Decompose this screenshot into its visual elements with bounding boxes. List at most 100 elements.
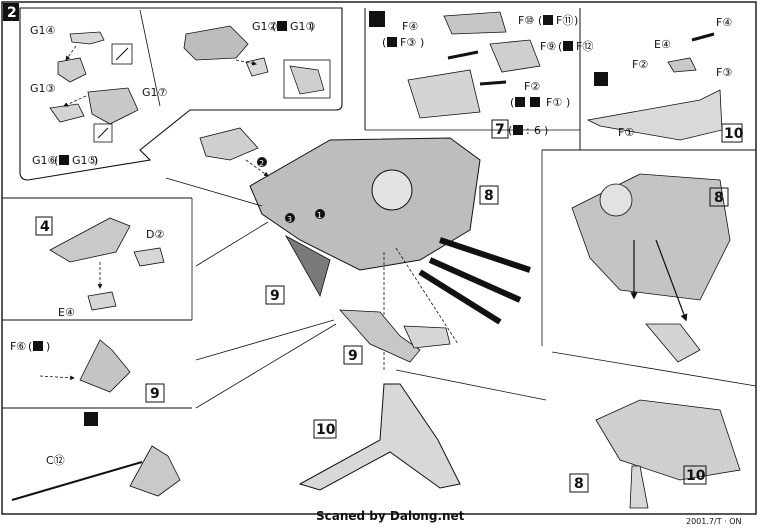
thruster-ring [371, 169, 413, 211]
part-e4-shape [87, 291, 117, 311]
svg-text:(: ( [508, 124, 512, 137]
label-g16: G1⑥ [32, 154, 58, 167]
label-g17: G1⑦ [142, 86, 168, 99]
svg-text:): ) [94, 154, 98, 167]
svg-text::: : [526, 124, 530, 137]
svg-text:(: ( [272, 20, 276, 33]
attach-part-shape [199, 127, 259, 161]
label-f2-a: F② [524, 80, 540, 93]
label-g12: G1② [252, 20, 278, 33]
label-part8-bottom: 8 [574, 476, 584, 492]
panel-divider [139, 9, 161, 107]
label-e4: E④ [58, 306, 75, 319]
label-g14: G1④ [30, 24, 56, 37]
label-f3-b: F③ [716, 66, 732, 79]
cut-icon [515, 97, 525, 107]
svg-text:): ) [566, 96, 570, 109]
part-c12-rod [11, 461, 143, 501]
label-f9-group: F⑨ ( F⑫ [540, 40, 593, 53]
main-body-shape [249, 137, 481, 271]
label-g12-group: G1② ( G1① ) [252, 20, 316, 33]
label-f6: F⑥ [10, 340, 26, 353]
part-g13-shape [57, 57, 87, 83]
label-part6: 6 [534, 124, 541, 137]
label-part9-b: 9 [348, 348, 358, 364]
part-f9-shape [489, 39, 541, 73]
label-f1-b: F① [618, 126, 634, 139]
scan-credit: Scaned by Dalong.net [316, 509, 465, 523]
barrel-3 [418, 269, 502, 325]
label-e4-b: E④ [654, 38, 671, 51]
right-detail-panels: 8 8 10 [541, 149, 757, 509]
svg-text:): ) [544, 124, 548, 137]
outer-frame [1, 1, 757, 515]
label-part8-top: 8 [714, 190, 724, 206]
leader-line [195, 319, 335, 361]
assembly-7-6-group: 7 ( : 6 ) [491, 119, 548, 139]
leader-line [195, 323, 337, 409]
label-part4: 4 [40, 219, 50, 235]
step-marker-1: 1 [317, 211, 322, 220]
print-code: 2001.7/T · ON [686, 517, 742, 526]
part-g17-shape [87, 87, 139, 125]
part-f4-b-rod [691, 32, 715, 42]
engine-block-shape [407, 69, 481, 119]
right-assembly-shape [571, 173, 731, 301]
label-c12: C⑫ [46, 454, 65, 467]
label-d2: D② [146, 228, 164, 241]
main-assembly: 8 9 9 10 2 3 1 [165, 127, 547, 491]
part-d2-shape [133, 247, 165, 267]
label-f4-a: F④ [402, 20, 418, 33]
label-part10-tr: 10 [724, 126, 744, 142]
svg-text:): ) [46, 340, 50, 353]
label-f6-group: F⑥ ( ) [10, 340, 50, 353]
svg-text:(: ( [558, 40, 562, 53]
part-g12-assembly [183, 25, 249, 61]
detail-bubble-outline [19, 7, 343, 181]
cut-icon [59, 155, 69, 165]
label-part7: 7 [495, 122, 505, 138]
cut-icon [543, 15, 553, 25]
svg-text:): ) [310, 20, 314, 33]
mode-icon [369, 11, 385, 27]
step-marker-2: 2 [259, 159, 264, 168]
leader-line [395, 369, 547, 401]
cut-icon [513, 125, 523, 135]
part-4-wing [49, 217, 131, 263]
label-g11: G1① [290, 20, 316, 33]
top-right-detail-panel: F④ ( F③ ) F⑩ ( F⑪ ) F⑨ ( F⑫ F② ( F① ) [364, 8, 744, 150]
top-left-detail-panel: G1④ G1③ G1⑦ G1② ( G1① ) G1⑥ ( G1⑤ ) [19, 7, 343, 181]
part-f10-shape [443, 11, 507, 35]
svg-text:): ) [574, 14, 578, 27]
step-markers: 2 3 1 [257, 157, 325, 224]
caution-icon [33, 341, 43, 351]
label-f3-a: F③ [400, 36, 416, 49]
label-part10-bottom: 10 [686, 468, 706, 484]
svg-text:(: ( [28, 340, 32, 353]
leader-line [195, 221, 269, 267]
label-part9-a: 9 [270, 288, 280, 304]
label-f3-a-group: ( F③ ) [382, 36, 424, 49]
part-9-small-2 [129, 445, 181, 497]
step-number: 2 [7, 5, 17, 21]
mode-icon-3 [84, 412, 98, 426]
part-g11-shape [245, 57, 269, 77]
label-part10: 10 [316, 422, 336, 438]
display-stand-shape [298, 383, 461, 491]
part-g16-shape [49, 103, 85, 123]
right-bottom-assembly [595, 399, 741, 481]
step-marker-3: 3 [287, 215, 292, 224]
fin-shape [284, 234, 331, 298]
svg-text:(: ( [54, 154, 58, 167]
svg-text:(: ( [382, 36, 386, 49]
cut-icon [563, 41, 573, 51]
label-f10: F⑩ [518, 14, 534, 27]
left-detail-panels: 4 D② E④ F⑥ ( ) 9 C⑫ [2, 197, 193, 501]
part-9-wing [339, 309, 421, 363]
label-f2-b: F② [632, 58, 648, 71]
cut-icon [277, 21, 287, 31]
barrel-2 [428, 257, 522, 303]
svg-text:(: ( [538, 14, 542, 27]
caution-icon [530, 97, 540, 107]
